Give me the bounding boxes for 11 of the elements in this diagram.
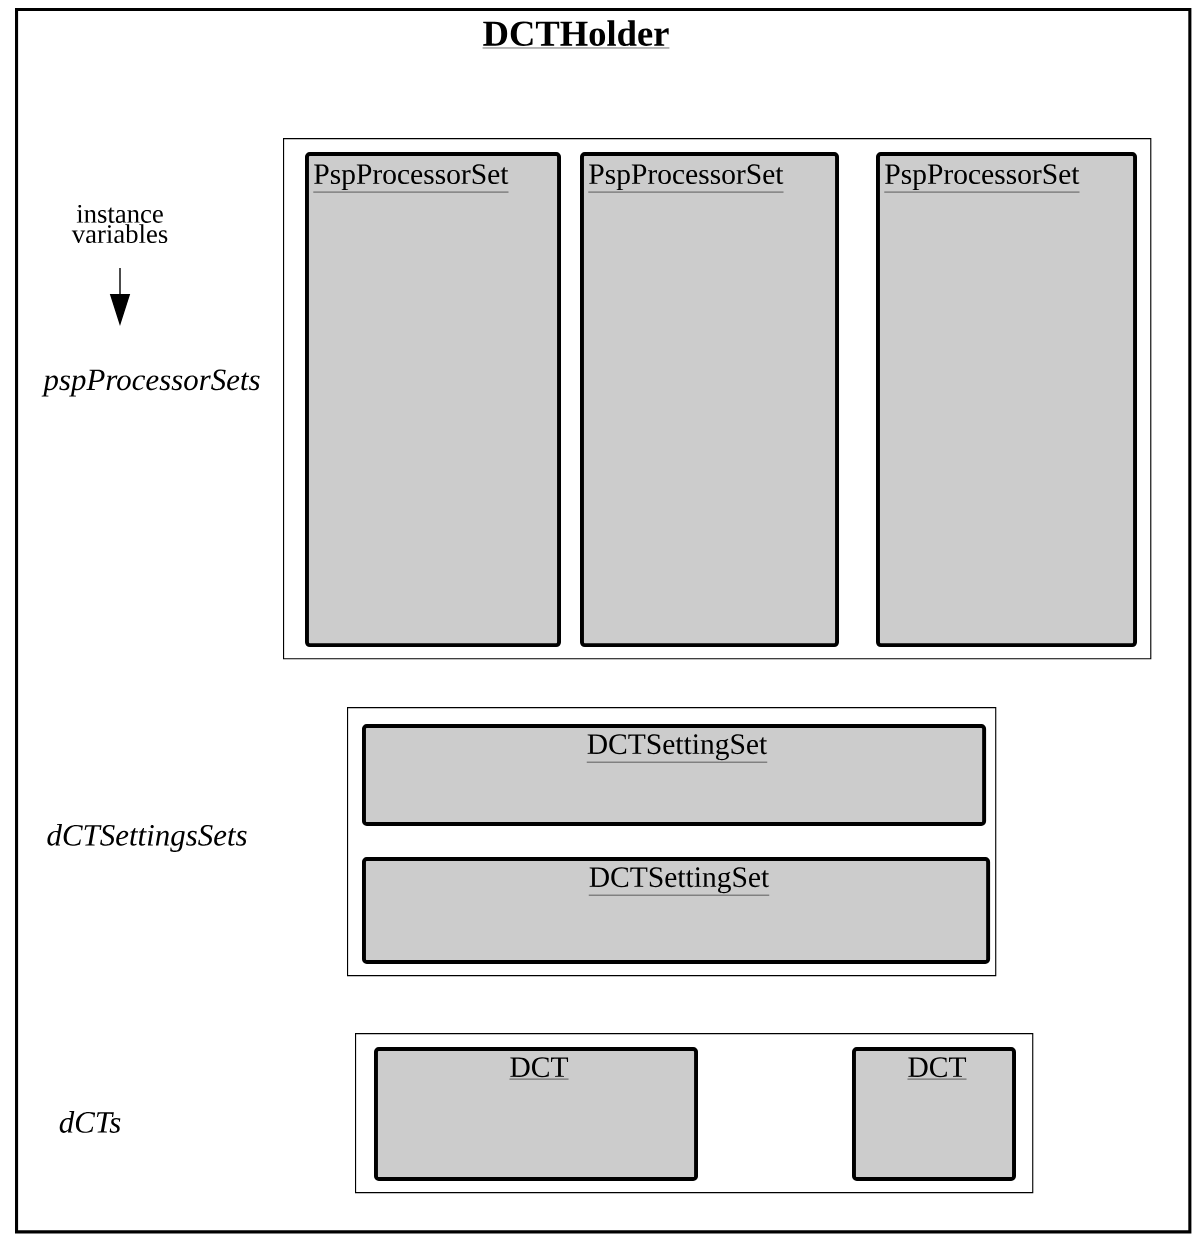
variable-name: pspProcessorSets [41,369,260,397]
variable-name: dCTs [59,1111,121,1133]
class-box: DCT [374,1047,699,1181]
class-box: DCTSettingSet [362,724,987,826]
label-text: instance variables [71,204,168,244]
class-box: DCT [852,1047,1016,1181]
class-box: PspProcessorSet [305,152,561,648]
class-box: PspProcessorSet [580,152,839,648]
class-box: PspProcessorSet [876,152,1137,648]
variable-name: dCTSettingsSets [47,824,247,853]
class-box: DCTSettingSet [362,857,991,964]
